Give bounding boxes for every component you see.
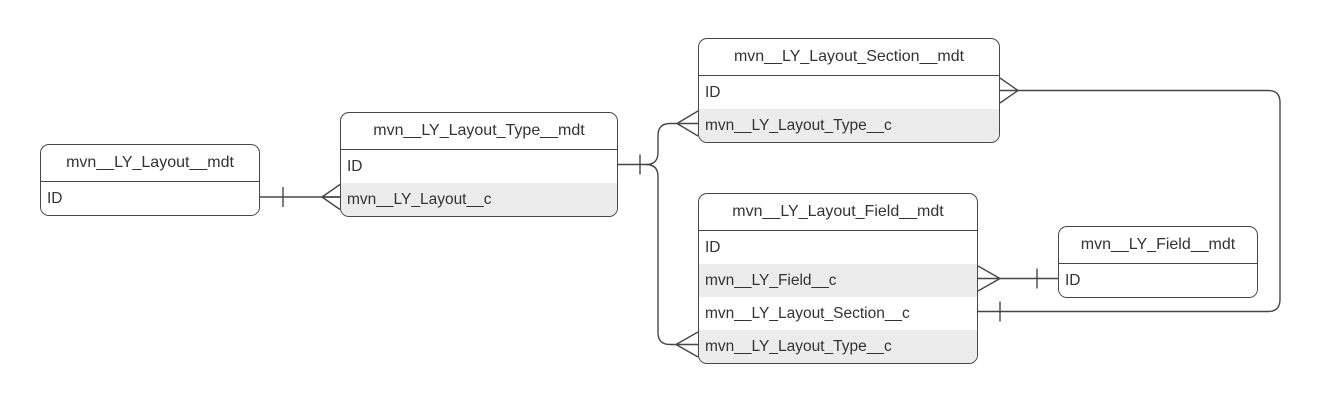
entity-rows: ID mvn__LY_Layout_Type__c xyxy=(699,76,999,142)
entity-title: mvn__LY_Layout_Type__mdt xyxy=(341,113,617,150)
entity-field-row[interactable]: mvn__LY_Layout_Type__c xyxy=(699,109,999,142)
entity-title: mvn__LY_Layout__mdt xyxy=(41,145,259,182)
entity-field-row[interactable]: mvn__LY_Field__c xyxy=(699,264,977,297)
entity-field-row[interactable]: ID xyxy=(699,76,999,109)
relationship-layout-to-layout-type[interactable] xyxy=(260,183,341,211)
entity-field-row[interactable]: ID xyxy=(699,231,977,264)
crow-foot xyxy=(676,110,699,137)
entity-field-row[interactable]: mvn__LY_Layout_Section__c xyxy=(699,297,977,330)
crow-foot xyxy=(321,183,341,211)
entity-mvn-ly-field-mdt[interactable]: mvn__LY_Field__mdt ID xyxy=(1058,226,1258,298)
entity-title: mvn__LY_Field__mdt xyxy=(1059,227,1257,264)
relationship-field-to-field-mdt[interactable] xyxy=(977,265,1058,292)
crow-foot xyxy=(977,265,1001,292)
entity-rows: ID mvn__LY_Layout__c xyxy=(341,150,617,216)
entity-mvn-ly-layout-section-mdt[interactable]: mvn__LY_Layout_Section__mdt ID mvn__LY_L… xyxy=(698,38,1000,143)
crow-foot xyxy=(999,77,1019,104)
entity-field-row[interactable]: mvn__LY_Layout__c xyxy=(341,183,617,216)
entity-title: mvn__LY_Layout_Field__mdt xyxy=(699,194,977,231)
entity-field-row[interactable]: ID xyxy=(41,182,259,215)
relationship-section-to-field[interactable] xyxy=(978,77,1281,322)
entity-mvn-ly-layout-field-mdt[interactable]: mvn__LY_Layout_Field__mdt ID mvn__LY_Fie… xyxy=(698,193,978,364)
relationship-layout-type-to-field[interactable] xyxy=(645,163,699,358)
entity-field-row[interactable]: mvn__LY_Layout_Type__c xyxy=(699,330,977,363)
entity-field-row[interactable]: ID xyxy=(1059,264,1257,297)
entity-title: mvn__LY_Layout_Section__mdt xyxy=(699,39,999,76)
entity-rows: ID xyxy=(41,182,259,215)
entity-field-row[interactable]: ID xyxy=(341,150,617,183)
entity-rows: ID xyxy=(1059,264,1257,297)
entity-mvn-ly-layout-type-mdt[interactable]: mvn__LY_Layout_Type__mdt ID mvn__LY_Layo… xyxy=(340,112,618,217)
entity-rows: ID mvn__LY_Field__c mvn__LY_Layout_Secti… xyxy=(699,231,977,363)
entity-mvn-ly-layout-mdt[interactable]: mvn__LY_Layout__mdt ID xyxy=(40,144,260,216)
crow-foot xyxy=(675,331,699,358)
relationship-layout-type-to-section[interactable] xyxy=(618,110,699,175)
